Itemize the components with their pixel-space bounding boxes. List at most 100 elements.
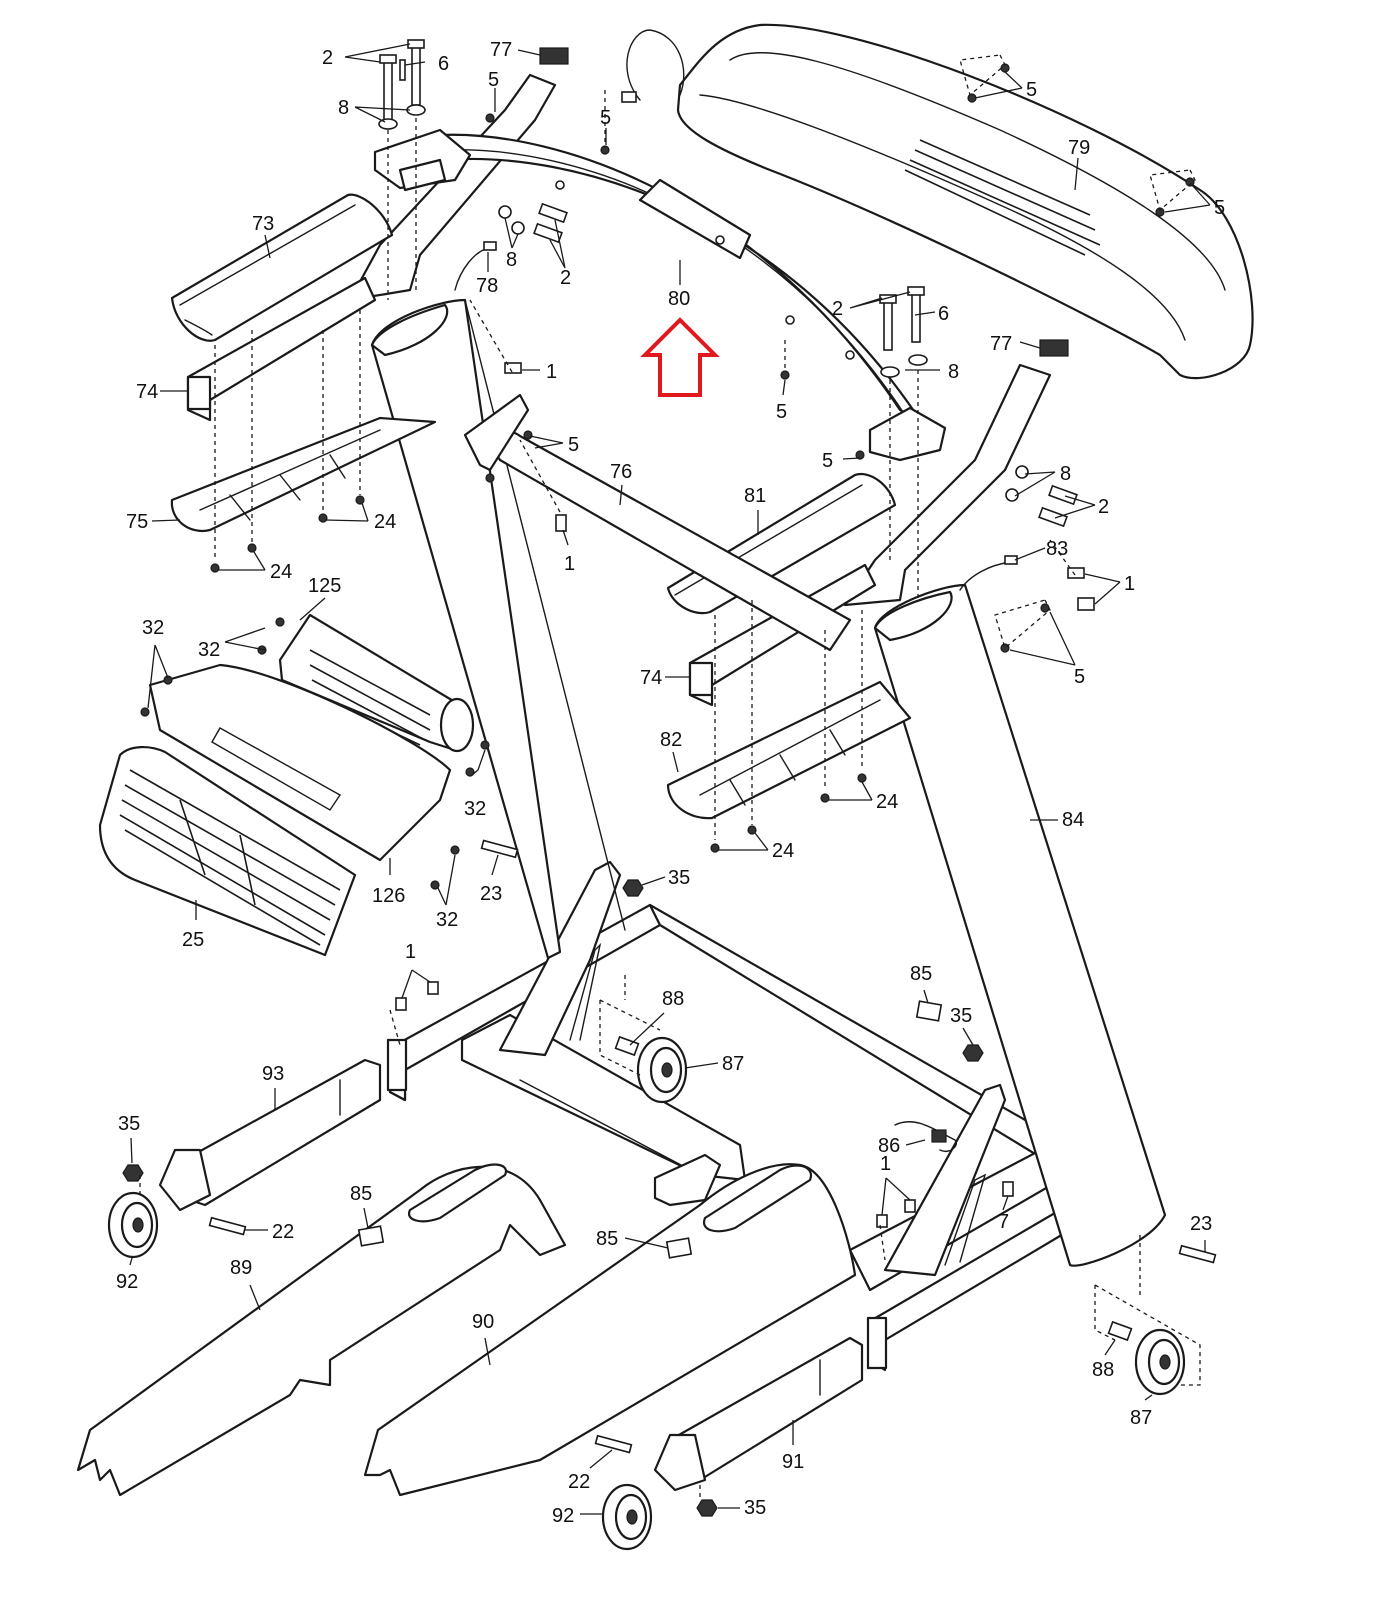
- assembly-lines: [139, 54, 1201, 1500]
- callout-5: 5: [822, 450, 833, 472]
- upper-right-support-tube: [843, 363, 1052, 607]
- handgrip-73: [170, 193, 394, 342]
- callout-74: 74: [136, 381, 158, 403]
- callout-24: 24: [374, 511, 396, 533]
- callout-84: 84: [1062, 809, 1084, 831]
- callout-88: 88: [1092, 1359, 1114, 1381]
- callout-76: 76: [610, 461, 632, 483]
- callout-5: 5: [1026, 79, 1037, 101]
- right-upright-84: [873, 583, 1167, 1267]
- callout-5: 5: [776, 401, 787, 423]
- cover-89: [76, 1163, 567, 1497]
- callout-25: 25: [182, 929, 204, 951]
- callout-1: 1: [1124, 573, 1135, 595]
- callout-77: 77: [490, 39, 512, 61]
- callout-125: 125: [308, 575, 341, 597]
- callout-5: 5: [1214, 197, 1225, 219]
- handrail-74-left: [186, 276, 377, 422]
- callout-89: 89: [230, 1257, 252, 1279]
- callout-24: 24: [270, 561, 292, 583]
- housing-126: [148, 663, 452, 862]
- console-79: [621, 23, 1254, 380]
- wheel-87-right: [1134, 1328, 1186, 1396]
- callout-35: 35: [668, 867, 690, 889]
- cover-90: [363, 1163, 857, 1497]
- wheel-87-left: [636, 1036, 688, 1104]
- callout-5: 5: [600, 107, 611, 129]
- callout-92: 92: [116, 1271, 138, 1293]
- callout-8: 8: [948, 361, 959, 383]
- callout-90: 90: [472, 1311, 494, 1333]
- callout-1: 1: [546, 361, 557, 383]
- wheel-92-left: [107, 1191, 159, 1259]
- callout-1: 1: [880, 1153, 891, 1175]
- fan-125: [278, 613, 475, 753]
- callout-82: 82: [660, 729, 682, 751]
- callout-93: 93: [262, 1063, 284, 1085]
- callout-80: 80: [668, 288, 690, 310]
- callout-8: 8: [338, 97, 349, 119]
- console-vent: [904, 139, 1101, 256]
- callout-8: 8: [506, 249, 517, 271]
- handrail-74-right: [688, 563, 877, 707]
- callout-78: 78: [476, 275, 498, 297]
- callout-73: 73: [252, 213, 274, 235]
- callout-24: 24: [876, 791, 898, 813]
- grill-slats: [119, 769, 341, 946]
- callout-32: 32: [198, 639, 220, 661]
- callout-87: 87: [722, 1053, 744, 1075]
- callout-74: 74: [640, 667, 662, 689]
- callout-5: 5: [488, 69, 499, 91]
- callout-85: 85: [596, 1228, 618, 1250]
- callout-5: 5: [568, 434, 579, 456]
- callout-75: 75: [126, 511, 148, 533]
- highlight-arrow: [640, 317, 720, 397]
- callout-81: 81: [744, 485, 766, 507]
- leveler-91: [653, 1336, 864, 1492]
- leader-lines: [129, 43, 1211, 1515]
- callout-1: 1: [564, 553, 575, 575]
- callout-79: 79: [1068, 137, 1090, 159]
- callout-85: 85: [910, 963, 932, 985]
- callout-22: 22: [568, 1471, 590, 1493]
- callout-labels: 2 6 77 5 8 5 5 79 5 73 8 2 78 80 2 6 77 …: [116, 39, 1225, 1527]
- callout-2: 2: [560, 267, 571, 289]
- callout-23: 23: [1190, 1213, 1212, 1235]
- callout-85: 85: [350, 1183, 372, 1205]
- callout-2: 2: [1098, 496, 1109, 518]
- callout-32: 32: [464, 798, 486, 820]
- callout-5: 5: [1074, 666, 1085, 688]
- callout-22: 22: [272, 1221, 294, 1243]
- callout-91: 91: [782, 1451, 804, 1473]
- callout-23: 23: [480, 883, 502, 905]
- grill-25: [98, 746, 357, 957]
- handle-base-82: [666, 680, 912, 820]
- callout-86: 86: [878, 1135, 900, 1157]
- callout-35: 35: [118, 1113, 140, 1135]
- crossbar-80: [373, 128, 947, 462]
- callout-8: 8: [1060, 463, 1071, 485]
- callout-1: 1: [405, 941, 416, 963]
- callout-32: 32: [142, 617, 164, 639]
- callout-6: 6: [438, 53, 449, 75]
- callout-2: 2: [832, 298, 843, 320]
- callout-2: 2: [322, 47, 333, 69]
- callout-92: 92: [552, 1505, 574, 1527]
- callout-35: 35: [744, 1497, 766, 1519]
- cross-tube-76: [463, 393, 852, 652]
- callout-24: 24: [772, 840, 794, 862]
- callout-83: 83: [1046, 538, 1068, 560]
- callout-6: 6: [938, 303, 949, 325]
- callout-35: 35: [950, 1005, 972, 1027]
- callout-126: 126: [372, 885, 405, 907]
- callout-87: 87: [1130, 1407, 1152, 1429]
- left-upright-84: [370, 298, 626, 960]
- wheel-92-right: [601, 1483, 653, 1551]
- callout-77: 77: [990, 333, 1012, 355]
- callout-7: 7: [998, 1211, 1009, 1233]
- callout-88: 88: [662, 988, 684, 1010]
- leveler-93: [158, 1058, 382, 1212]
- callout-32: 32: [436, 909, 458, 931]
- hardware: [122, 39, 1217, 1517]
